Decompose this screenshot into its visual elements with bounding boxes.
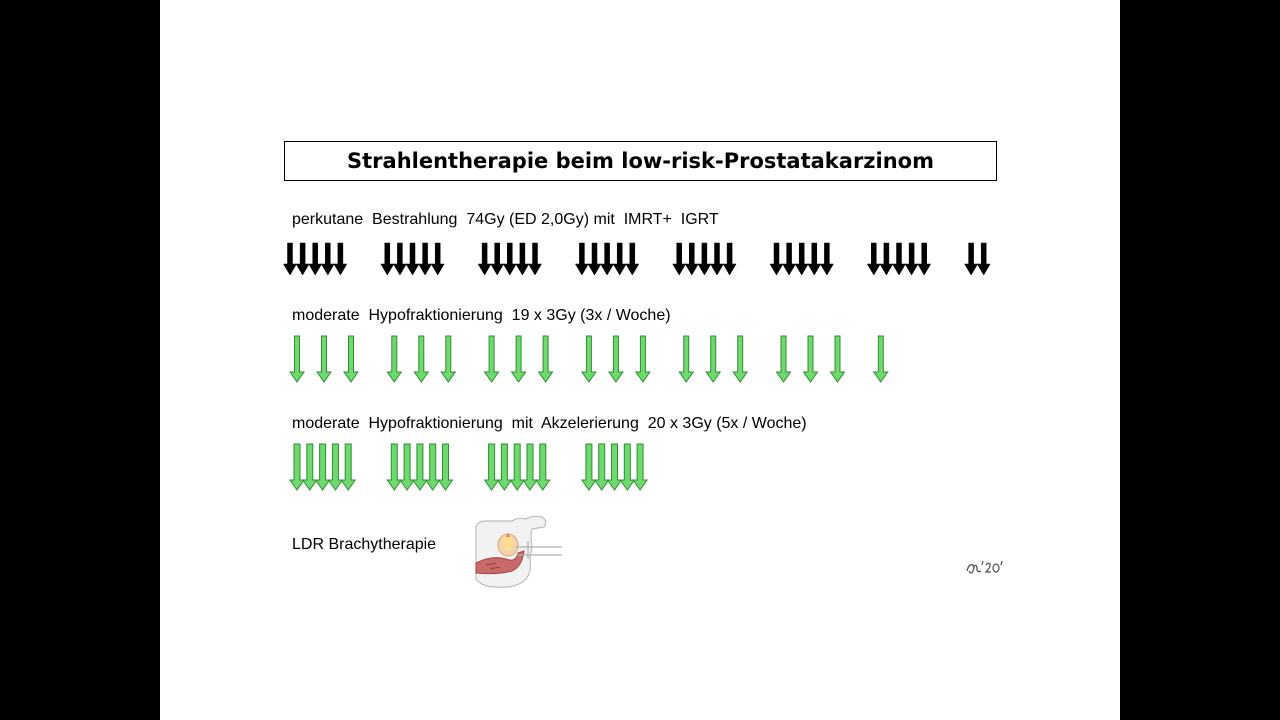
fraction-arrow — [289, 335, 305, 383]
fraction-arrow — [537, 335, 554, 383]
fraction-arrow — [327, 443, 344, 491]
fraction-arrow — [632, 443, 649, 491]
fraction-arrow — [430, 242, 445, 276]
fraction-arrow — [625, 242, 640, 276]
fraction-arrow — [314, 443, 331, 491]
fraction-arrow — [580, 443, 597, 491]
arrows-akzelerierung — [160, 0, 1120, 720]
arrows-perkutane — [160, 0, 1120, 720]
fraction-arrow — [872, 335, 889, 383]
prostate-seed-implant-icon — [475, 515, 562, 588]
fraction-arrow — [574, 242, 589, 276]
fraction-arrow — [892, 242, 906, 276]
fraction-arrow — [672, 242, 687, 276]
row-label-hypofraktionierung: moderate Hypofraktionierung 19 x 3Gy (3x… — [292, 307, 671, 324]
fraction-arrow — [477, 242, 492, 276]
fraction-arrow — [295, 242, 310, 276]
fraction-arrow — [424, 443, 441, 491]
fraction-arrow — [587, 242, 602, 276]
fraction-arrow — [593, 443, 610, 491]
fraction-arrow — [732, 335, 749, 383]
fraction-arrow — [634, 335, 651, 383]
fraction-arrow — [684, 242, 699, 276]
fraction-arrow — [866, 242, 881, 276]
fraction-arrow — [490, 242, 505, 276]
fraction-arrow — [607, 335, 624, 383]
fraction-arrow — [483, 443, 500, 491]
fraction-arrow — [405, 242, 420, 276]
fraction-arrow — [509, 443, 526, 491]
fraction-arrow — [418, 242, 433, 276]
fraction-arrow — [399, 443, 416, 491]
signature-logo — [966, 560, 1003, 574]
fraction-arrow — [802, 335, 819, 383]
fraction-arrow — [320, 242, 335, 276]
fraction-arrow — [437, 443, 454, 491]
fraction-arrow — [678, 335, 695, 383]
fraction-arrow — [380, 242, 395, 276]
fraction-arrow — [283, 242, 297, 276]
fraction-arrow — [522, 443, 538, 491]
fraction-arrow — [528, 242, 542, 276]
fraction-arrow — [301, 443, 318, 491]
row-label-ldr: LDR Brachytherapie — [292, 536, 437, 553]
fraction-arrow — [829, 335, 846, 383]
fraction-arrow — [316, 335, 332, 383]
fraction-arrow — [710, 242, 724, 276]
fraction-arrow — [411, 443, 428, 491]
fraction-arrow — [619, 443, 636, 491]
fraction-arrow — [807, 242, 822, 276]
row-label-akzelerierung: moderate Hypofraktionierung mit Akzeleri… — [292, 415, 807, 432]
fraction-arrow — [879, 242, 894, 276]
fraction-arrow — [333, 242, 348, 276]
fraction-arrow — [794, 242, 809, 276]
fraction-arrow — [289, 443, 305, 491]
fraction-arrow — [413, 335, 430, 383]
fraction-arrow — [600, 242, 615, 276]
fraction-arrow — [534, 443, 551, 491]
fraction-arrow — [917, 242, 932, 276]
fraction-arrow — [722, 242, 737, 276]
fraction-arrow — [705, 335, 722, 383]
fraction-arrow — [496, 443, 513, 491]
fraction-arrow — [502, 242, 517, 276]
fraction-arrow — [580, 335, 597, 383]
slide: Strahlentherapie beim low-risk-Prostatak… — [160, 0, 1120, 720]
fraction-arrow — [976, 242, 991, 276]
fraction-arrow — [782, 242, 797, 276]
fraction-arrow — [386, 443, 403, 491]
fraction-arrow — [769, 242, 784, 276]
fraction-arrow — [483, 335, 500, 383]
title-box: Strahlentherapie beim low-risk-Prostatak… — [284, 141, 997, 181]
fraction-arrow — [510, 335, 527, 383]
fraction-arrow — [612, 242, 627, 276]
fraction-arrow — [392, 242, 407, 276]
fraction-arrow — [308, 242, 323, 276]
arrows-hypofraktionierung — [160, 0, 1120, 720]
fraction-arrow — [386, 335, 403, 383]
fraction-arrow — [775, 335, 792, 383]
fraction-arrow — [964, 242, 979, 276]
fraction-arrow — [606, 443, 623, 491]
fraction-arrow — [904, 242, 919, 276]
fraction-arrow — [819, 242, 834, 276]
fraction-arrow — [440, 335, 457, 383]
fraction-arrow — [515, 242, 530, 276]
fraction-arrow — [340, 443, 357, 491]
fraction-arrow — [343, 335, 359, 383]
slide-title: Strahlentherapie beim low-risk-Prostatak… — [347, 149, 934, 173]
fraction-arrow — [697, 242, 712, 276]
row-label-perkutane: perkutane Bestrahlung 74Gy (ED 2,0Gy) mi… — [292, 211, 719, 228]
